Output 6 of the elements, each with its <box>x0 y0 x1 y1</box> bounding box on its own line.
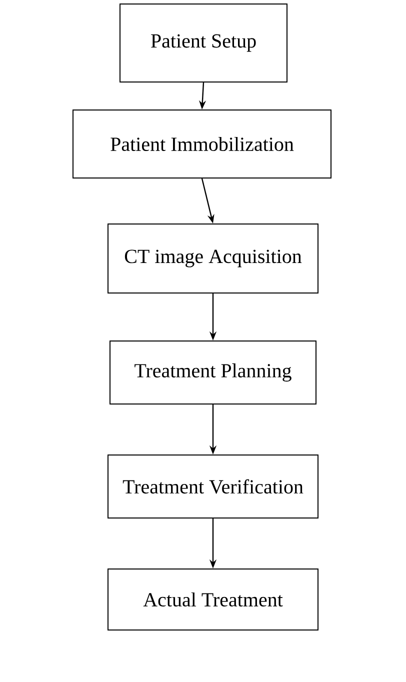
process-box: Actual Treatment <box>108 568 318 630</box>
process-box: Treatment Verification <box>108 454 318 518</box>
process-box: Treatment Planning <box>110 340 316 404</box>
process-box: Patient Immobilization <box>72 110 332 178</box>
process-box: Patient Setup <box>120 4 288 82</box>
process-box: CT image Acquisition <box>108 224 318 294</box>
